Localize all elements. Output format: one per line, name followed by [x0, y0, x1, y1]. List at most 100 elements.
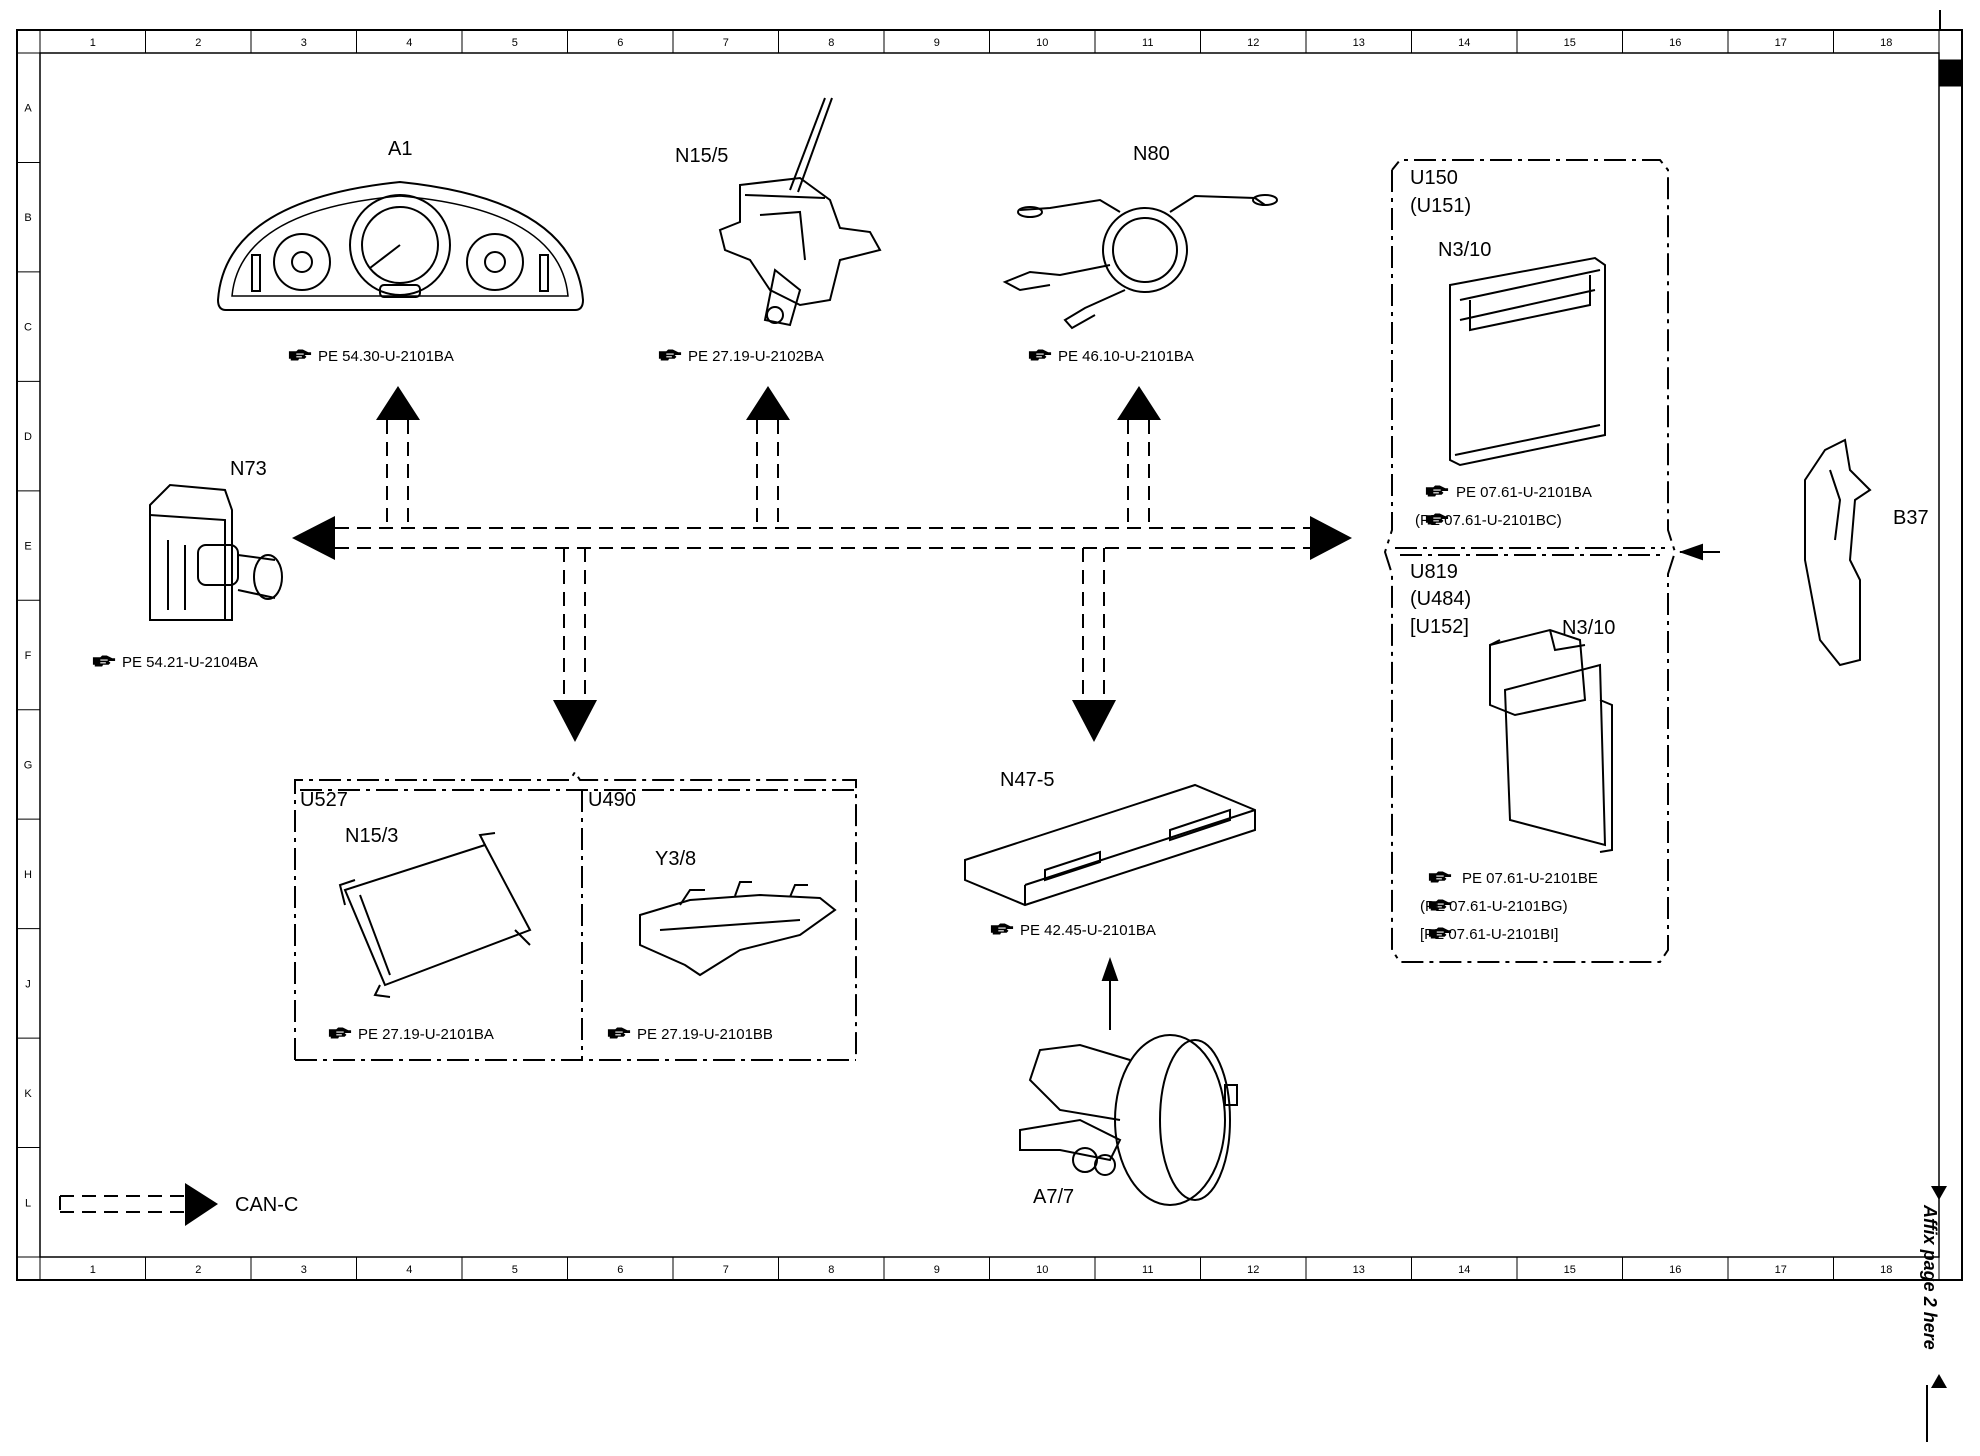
- grid-column-label-bottom: 9: [934, 1264, 940, 1276]
- pedal-sensor-illustration: [1804, 438, 1872, 667]
- affix-note-text: Affix page 2 here: [1920, 1204, 1940, 1350]
- grid-column-label-top: 2: [195, 37, 201, 49]
- brake-booster-illustration: [1019, 1034, 1238, 1206]
- can-bus-arrowheads: [292, 386, 1352, 742]
- label-a1: A1: [388, 138, 412, 160]
- pointing-hand-icon: [92, 654, 116, 668]
- grid-column-label-bottom: 8: [828, 1264, 834, 1276]
- legend-label: CAN-C: [235, 1194, 298, 1216]
- pointing-hand-icon: [607, 1026, 631, 1040]
- grid-column-label-bottom: 12: [1247, 1264, 1259, 1276]
- variant-u150: U150: [1410, 167, 1458, 189]
- label-a7-7: A7/7: [1033, 1186, 1074, 1208]
- grid-column-label-bottom: 15: [1564, 1264, 1576, 1276]
- ref-n73: PE 54.21-U-2104BA: [122, 654, 258, 671]
- ref-n15-3: PE 27.19-U-2101BA: [358, 1026, 494, 1043]
- grid-column-label-bottom: 3: [301, 1264, 307, 1276]
- arrow-left-n73: [292, 516, 335, 560]
- ignition-switch-illustration: [149, 483, 283, 621]
- label-n80: N80: [1133, 143, 1170, 165]
- affix-note: Affix page 2 here: [1920, 1186, 1947, 1442]
- variant-box-u527-u490: [294, 770, 857, 1061]
- arrow-right-n3-10: [1310, 516, 1352, 560]
- arrow-down-n47-5: [1072, 700, 1116, 742]
- grid-column-label-bottom: 6: [617, 1264, 623, 1276]
- label-b37: B37: [1893, 507, 1929, 529]
- grid-column-label-top: 7: [723, 37, 729, 49]
- variant-u152: [U152]: [1410, 616, 1469, 638]
- grid-column-label-bottom: 13: [1353, 1264, 1365, 1276]
- grid-column-label-top: 16: [1669, 37, 1681, 49]
- label-n3-10-upper: N3/10: [1438, 239, 1491, 261]
- ref-y3-8: PE 27.19-U-2101BB: [637, 1026, 773, 1043]
- grid-row-label: G: [24, 759, 33, 771]
- grid-column-label-top: 17: [1775, 37, 1787, 49]
- grid-column-label-top: 13: [1353, 37, 1365, 49]
- grid-column-label-bottom: 2: [195, 1264, 201, 1276]
- ref-n47-5: PE 42.45-U-2101BA: [1020, 922, 1156, 939]
- pointing-hand-icon: [1428, 870, 1452, 884]
- grid-column-label-bottom: 17: [1775, 1264, 1787, 1276]
- variant-u151: (U151): [1410, 195, 1471, 217]
- grid-ticks: [17, 30, 1940, 1280]
- variant-u484: (U484): [1410, 588, 1471, 610]
- arrow-up-a1: [376, 386, 420, 420]
- grid-row-label: B: [24, 212, 31, 224]
- grid-row-label: D: [24, 431, 32, 443]
- engine-control-unit-lower-illustration: [1489, 628, 1613, 853]
- pointing-hand-icon: [1425, 484, 1449, 498]
- legend: CAN-C: [59, 1183, 298, 1226]
- ref-a1: PE 54.30-U-2101BA: [318, 348, 454, 365]
- grid-row-label: A: [24, 103, 32, 115]
- arrow-up-n15-5: [746, 386, 790, 420]
- label-y3-8: Y3/8: [655, 848, 696, 870]
- grid-column-label-bottom: 1: [90, 1264, 96, 1276]
- ref-n80: PE 46.10-U-2101BA: [1058, 348, 1194, 365]
- signal-acquisition-module-illustration: [964, 783, 1256, 907]
- label-n47-5: N47-5: [1000, 769, 1054, 791]
- grid-column-label-top: 9: [934, 37, 940, 49]
- label-n15-3: N15/3: [345, 825, 398, 847]
- arrow-down-u527: [553, 700, 597, 742]
- grid-row-label: C: [24, 322, 32, 334]
- grid-column-label-bottom: 14: [1458, 1264, 1470, 1276]
- grid-column-label-top: 10: [1036, 37, 1048, 49]
- grid-column-label-top: 18: [1880, 37, 1892, 49]
- instrument-cluster-illustration: [216, 180, 585, 311]
- grid-column-label-bottom: 4: [406, 1264, 412, 1276]
- grid-row-label: J: [25, 978, 31, 990]
- steering-column-module-illustration: [1002, 194, 1278, 330]
- ref-n3-10-upper-1: PE 07.61-U-2101BA: [1456, 484, 1592, 501]
- pointing-hand-icon: [328, 1026, 352, 1040]
- grid-column-label-top: 3: [301, 37, 307, 49]
- grid-column-label-top: 4: [406, 37, 412, 49]
- grid-labels: 1122334455667788991010111112121313141415…: [24, 37, 1893, 1276]
- variant-u527: U527: [300, 789, 348, 811]
- pointing-hand-icon: [658, 348, 682, 362]
- ref-n3-10-upper-2: (PE 07.61-U-2101BC): [1415, 512, 1562, 529]
- grid-column-label-bottom: 5: [512, 1264, 518, 1276]
- grid-column-label-top: 15: [1564, 37, 1576, 49]
- grid-column-label-bottom: 16: [1669, 1264, 1681, 1276]
- variant-u819: U819: [1410, 561, 1458, 583]
- arrow-up-n80: [1117, 386, 1161, 420]
- grid-column-label-top: 8: [828, 37, 834, 49]
- label-n73: N73: [230, 458, 267, 480]
- grid-column-label-bottom: 10: [1036, 1264, 1048, 1276]
- grid-column-label-top: 1: [90, 37, 96, 49]
- ref-n15-5: PE 27.19-U-2102BA: [688, 348, 824, 365]
- variant-box-n3-10: [1383, 159, 1677, 963]
- grid-column-label-bottom: 18: [1880, 1264, 1892, 1276]
- grid-row-label: E: [24, 541, 31, 553]
- grid-column-label-top: 6: [617, 37, 623, 49]
- grid-column-label-bottom: 11: [1142, 1264, 1153, 1276]
- grid-column-label-bottom: 7: [723, 1264, 729, 1276]
- grid-column-label-top: 11: [1142, 37, 1153, 49]
- pointing-hand-icon: [990, 922, 1014, 936]
- grid-row-label: L: [25, 1197, 31, 1209]
- pointing-hand-icon: [288, 348, 312, 362]
- ref-n3-10-lower-2: (PE 07.61-U-2101BG): [1420, 898, 1568, 915]
- grid-row-label: H: [24, 869, 32, 881]
- ref-n3-10-lower-1: PE 07.61-U-2101BE: [1462, 870, 1598, 887]
